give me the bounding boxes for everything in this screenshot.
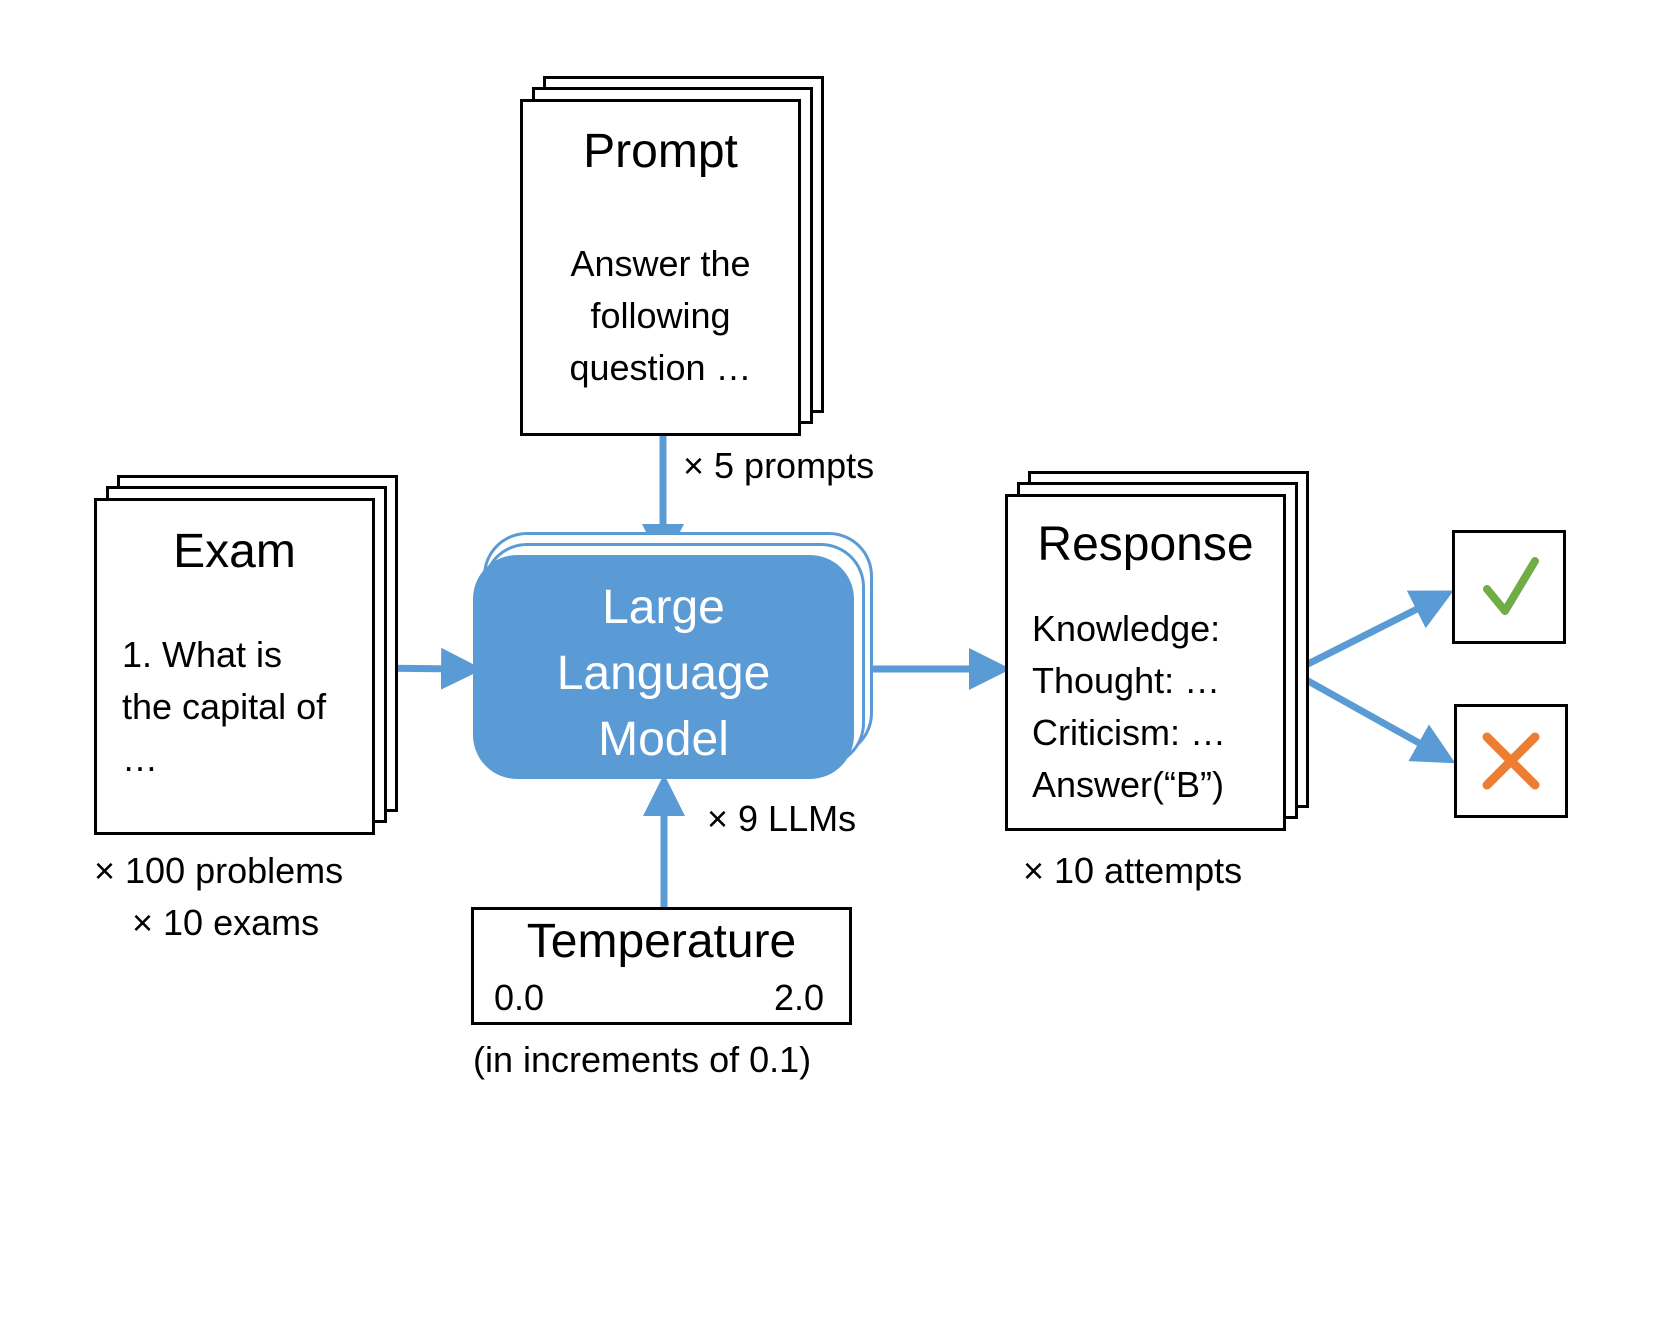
response-line-knowledge: Knowledge: [1032,608,1221,649]
temperature-title: Temperature [526,915,797,968]
response-count-label: × 10 attempts [1023,850,1243,891]
response-line-answer: Answer(“B”) [1032,764,1225,805]
prompt-count-label: × 5 prompts [683,445,875,486]
prompt-title: Prompt [583,125,738,178]
temperature-note: (in increments of 0.1) [473,1039,812,1080]
response-lines: Knowledge: Thought: … Criticism: … Answe… [1032,603,1282,811]
llm-label-line-2: Language [556,647,771,700]
response-to-incorrect-arrow [1290,668,1456,764]
llm-label-line-3: Model [598,713,729,766]
temperature-end-value: 2.0 [774,977,825,1018]
correct-result-box [1452,530,1566,644]
prompt-text: Answer the following question … [569,243,752,388]
prompt-front-sheet: Prompt Answer the following question … [520,99,801,436]
llm-box: Large Language Model [473,555,854,779]
response-title: Response [1037,518,1254,571]
x-mark-icon [1482,732,1540,790]
exam-title: Exam [173,525,296,578]
check-mark-icon [1483,557,1539,615]
response-line-criticism: Criticism: … [1032,712,1226,753]
llm-count-label: × 9 LLMs [707,798,857,839]
incorrect-result-box [1454,704,1568,818]
temperature-box: Temperature 0.0 2.0 [471,907,852,1025]
response-line-thought: Thought: … [1032,660,1221,701]
response-front-sheet: Response Knowledge: Thought: … Criticism… [1005,494,1286,831]
exam-text: 1. What is the capital of … [122,634,327,779]
exam-problems-count-label: × 100 problems [94,850,344,891]
exam-front-sheet: Exam 1. What is the capital of … [94,498,375,835]
exam-count-label: × 10 exams [132,902,320,943]
response-to-correct-arrow [1290,590,1454,676]
llm-label-line-1: Large [602,581,725,634]
llm-label: Large Language Model [473,575,854,773]
temperature-start-value: 0.0 [494,977,545,1018]
